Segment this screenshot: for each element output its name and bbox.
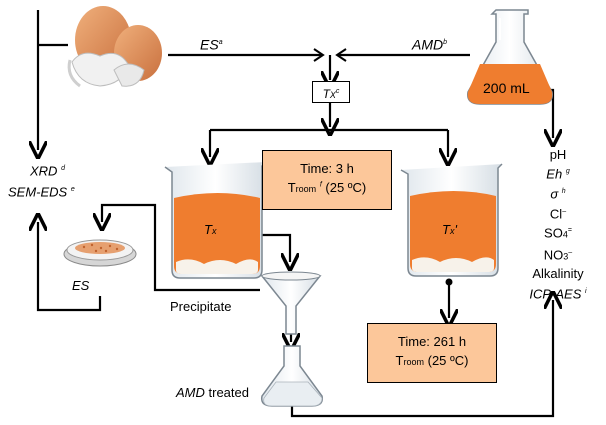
es-input-label: ESa — [200, 36, 223, 53]
beaker-left-label: Tx — [204, 222, 217, 237]
flask-volume-label: 200 mL — [483, 80, 530, 96]
tx-parameter-box: TXc — [312, 81, 350, 103]
analysis-alkalinity: Alkalinity — [532, 266, 584, 282]
analyses-list: pH Eh g σ h Cl– SO4= NO3– Alkalinity ICP… — [515, 146, 601, 302]
analysis-no3: NO3– — [543, 247, 573, 263]
beaker-right-node — [445, 278, 453, 286]
egg-to-xrd — [38, 10, 68, 150]
treated-to-analyses — [290, 300, 553, 418]
beaker-to-funnel — [262, 233, 290, 262]
amd-treated-label: AMD treated — [176, 385, 249, 400]
precipitate-to-dish — [102, 203, 260, 292]
es-to-semeds — [38, 222, 102, 312]
funnel — [260, 271, 322, 335]
condition-box-short: Time: 3 h Troom f (25 ºC) — [262, 150, 392, 210]
condition-short-time: Time: 3 h — [300, 161, 354, 176]
beaker-right — [400, 163, 503, 277]
condition-box-long: Time: 261 h Troom (25 ºC) — [367, 323, 497, 383]
condition-long-temp: Troom (25 ºC) — [395, 353, 469, 368]
amd-flask — [467, 9, 553, 105]
analysis-cl: Cl– — [549, 205, 567, 221]
analysis-so4: SO4= — [544, 225, 572, 241]
analysis-icp: ICP-AES i — [529, 286, 587, 302]
condition-long-time: Time: 261 h — [397, 334, 467, 349]
xrd-label: XRD d — [30, 163, 65, 179]
sem-eds-label: SEM-EDS e — [8, 184, 75, 200]
condition-short-temp: Troom f (25 ºC) — [287, 180, 367, 195]
treated-flask — [260, 345, 324, 407]
analysis-sigma: σ h — [550, 186, 566, 202]
junction-arrow-right — [335, 48, 347, 62]
amd-input-label: AMDb — [412, 36, 448, 53]
junction-arrow-left — [313, 48, 325, 62]
beaker-right-label: Tx' — [442, 222, 457, 237]
beaker-left — [164, 161, 267, 279]
analysis-eh: Eh g — [546, 166, 570, 182]
precipitate-label: Precipitate — [170, 299, 232, 314]
egg-shells-illustration — [67, 6, 162, 88]
es-dish-label: ES — [72, 278, 90, 293]
analysis-ph: pH — [549, 147, 567, 162]
petri-dish — [63, 239, 137, 267]
connectors — [38, 10, 553, 418]
